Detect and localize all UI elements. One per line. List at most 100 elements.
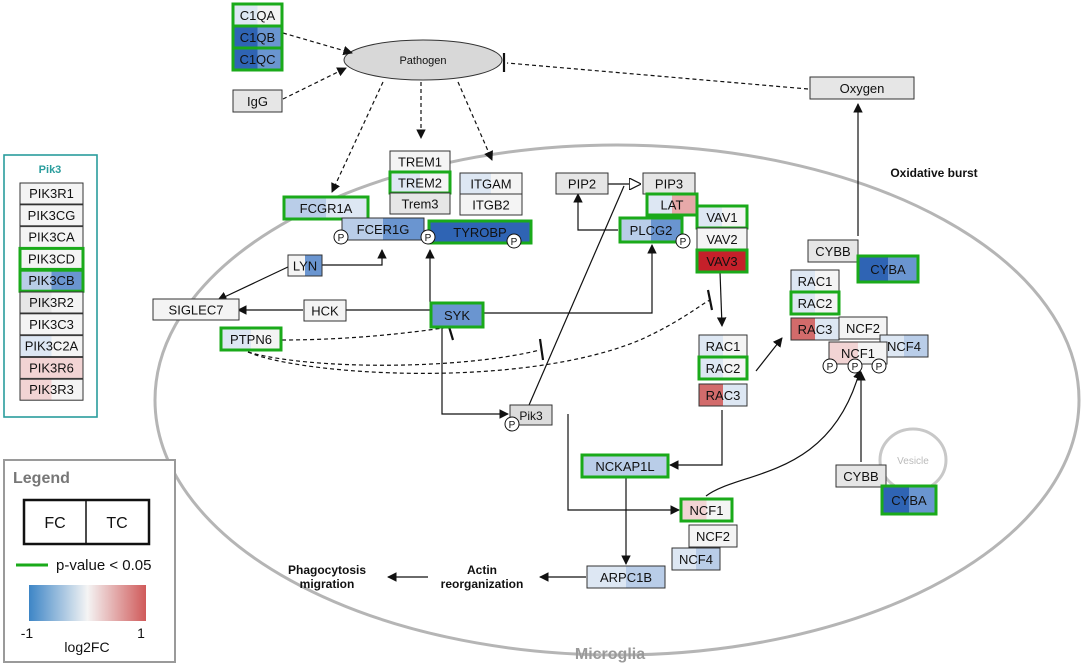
gene-ptpn6: PTPN6 — [219, 326, 283, 352]
gene-fc-fill — [620, 218, 651, 242]
gene-label: VAV2 — [706, 232, 737, 247]
pik3-gene-pik3r3: PIK3R3 — [19, 378, 84, 401]
edge-ptpn6-inhibit-bar — [538, 338, 545, 361]
gene-rac3: RAC3 — [698, 383, 748, 407]
edge-ptpn6-vav — [247, 299, 711, 374]
gene-border — [303, 299, 347, 322]
gene-fc-fill — [460, 173, 491, 194]
gene-nodes: C1QAC1QBC1QCIgGTREM1TREM2Trem3ITGAMITGB2… — [152, 2, 938, 589]
gene-fc-fill — [672, 548, 696, 570]
pik3-node — [509, 404, 553, 426]
gene-fc-fill — [233, 4, 258, 26]
gene-rac2: RAC2 — [697, 355, 749, 381]
gene-fcgr1a: FCGR1A — [282, 195, 370, 221]
gene-tc-fill — [696, 548, 720, 570]
gene-fc-fill — [647, 194, 672, 215]
gene-tc-fill — [625, 455, 668, 477]
edge-oxygen-pathogen — [506, 62, 809, 90]
svg-text:PIK3R1: PIK3R1 — [29, 186, 74, 201]
gene-fc-fill — [221, 328, 251, 350]
gene-tc-fill — [861, 465, 886, 487]
gene-border — [618, 216, 684, 244]
gene-label: HCK — [311, 304, 339, 319]
edge-ptpn6-inhibit — [247, 349, 541, 366]
gene-label: FCGR1A — [300, 201, 353, 216]
svg-text:PIK3CD: PIK3CD — [28, 251, 75, 266]
gene-label: RAC1 — [706, 339, 741, 354]
svg-text:P: P — [827, 362, 834, 373]
svg-text:P: P — [852, 362, 859, 373]
gene-lyn: LYN — [287, 254, 323, 277]
gene-ncf2: NCF2 — [688, 524, 738, 548]
phospho-marker: P — [504, 416, 520, 432]
edge-ptpn6-syk — [281, 326, 451, 341]
pathogen-node — [343, 39, 503, 81]
gene-tc-fill — [257, 48, 282, 70]
gene-label: RAC3 — [798, 322, 833, 337]
gene-border — [341, 217, 425, 241]
gene-tc-fill — [723, 335, 747, 357]
gene-label: C1QA — [240, 8, 276, 23]
svg-text:P: P — [511, 237, 518, 248]
edge-rac-ncf — [755, 337, 783, 372]
gene-fc-fill — [791, 318, 815, 340]
gene-label: TREM2 — [398, 176, 442, 191]
gene-fc-fill — [699, 335, 723, 357]
gene-label: NCF4 — [887, 339, 921, 354]
gene-vav1: VAV1 — [695, 204, 749, 230]
gene-tc-fill — [420, 172, 450, 193]
gene-tc-fill — [251, 328, 281, 350]
gene-tc-fill — [723, 384, 747, 406]
gene-label: TREM1 — [398, 155, 442, 170]
legend-tc: TC — [106, 515, 127, 532]
gene-tc-fill — [326, 197, 368, 219]
gene-fc-fill — [681, 499, 707, 521]
phospho-marker: P — [871, 358, 887, 374]
gene-tc-fill — [723, 357, 747, 379]
gene-label: CYBB — [843, 469, 878, 484]
gene-border — [807, 239, 859, 263]
gene-label: NCF1 — [841, 346, 875, 361]
phospho-marker: P — [822, 358, 838, 374]
gene-tc-fill — [722, 250, 747, 272]
gene-label: NCF2 — [696, 529, 730, 544]
gene-fc-fill — [431, 303, 457, 327]
svg-text:PIK3CB: PIK3CB — [28, 273, 74, 288]
gene-border — [282, 195, 370, 221]
gene-tc-fill — [420, 151, 450, 172]
edge-pathogen-itgam — [457, 81, 493, 161]
phospho-marker: P — [333, 229, 349, 245]
gene-trem2: TREM2 — [388, 170, 452, 195]
gene-cyba: CYBA — [856, 254, 920, 284]
legend: Legend FC TC p-value < 0.05 -1 1 log2FC — [3, 459, 176, 663]
gene-label: SYK — [444, 308, 470, 323]
gene-label: ITGB2 — [472, 198, 510, 213]
gene-label: RAC1 — [798, 274, 833, 289]
pik3-node-label: Pik3 — [519, 409, 543, 423]
gene-pip2: PIP2 — [555, 172, 609, 195]
gene-ncf4: NCF4 — [671, 547, 721, 571]
gene-c1qa: C1QA — [231, 2, 284, 28]
pik3-gene-pik3r2: PIK3R2 — [19, 291, 84, 314]
gene-fc-fill — [858, 256, 888, 282]
gene-label: PIP3 — [655, 177, 683, 192]
gene-rac2: RAC2 — [789, 290, 841, 316]
gene-label: IgG — [247, 94, 268, 109]
svg-text:P: P — [509, 420, 516, 431]
gene-fc-fill — [643, 173, 669, 194]
phospho-marker: P — [675, 233, 691, 249]
edge-c1q-pathogen — [282, 32, 353, 56]
gene-fc-fill — [699, 384, 723, 406]
gene-fc-fill — [233, 48, 258, 70]
gene-tc-fill — [722, 206, 747, 228]
gene-border — [695, 248, 749, 274]
gene-label: VAV3 — [706, 254, 737, 269]
gene-tc-fill — [196, 299, 239, 320]
gene-tc-fill — [722, 228, 747, 250]
pik3-gene-pik3c3: PIK3C3 — [19, 313, 84, 336]
legend-fc: FC — [44, 515, 65, 532]
oxidative-burst-label: Oxidative burst — [890, 166, 977, 180]
phospho-marker: P — [506, 233, 522, 249]
gene-igg: IgG — [232, 89, 283, 113]
gene-fc-fill — [390, 172, 420, 193]
